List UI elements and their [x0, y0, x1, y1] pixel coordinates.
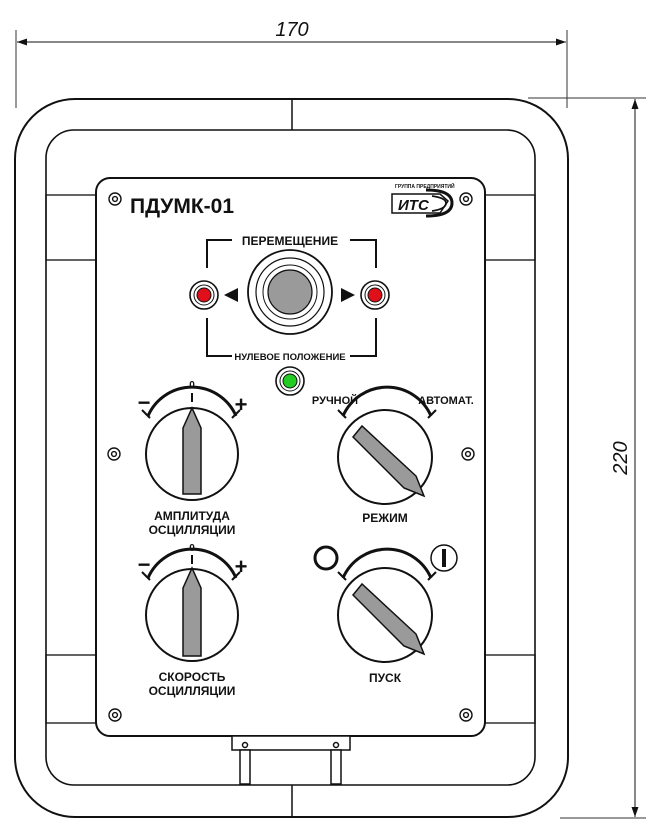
right-arrow-icon: [341, 288, 355, 302]
amplitude-label-line1: АМПЛИТУДА: [154, 509, 230, 523]
height-dimension-label: 220: [610, 441, 632, 475]
panel-model-title: ПДУМК-01: [130, 195, 234, 218]
amplitude-knob[interactable]: [141, 385, 241, 501]
speed-minus-mark: −: [138, 552, 151, 577]
mode-label: РЕЖИМ: [362, 511, 407, 525]
mode-knob[interactable]: [337, 385, 437, 505]
width-dimension-label: 170: [275, 19, 308, 41]
left-arrow-icon: [224, 288, 238, 302]
speed-label-line2: ОСЦИЛЛЯЦИИ: [149, 684, 236, 698]
joystick[interactable]: [247, 249, 333, 335]
start-label: ПУСК: [369, 671, 402, 685]
speed-label-line1: СКОРОСТЬ: [159, 670, 226, 684]
left-indicator-lamp: [189, 280, 219, 310]
speed-knob[interactable]: [141, 547, 241, 662]
cable-connector: [231, 735, 351, 785]
movement-title: ПЕРЕМЕЩЕНИЕ: [242, 234, 338, 248]
zero-position-lamp: [275, 366, 305, 396]
start-knob[interactable]: [337, 547, 437, 663]
right-lamp-light: [367, 287, 383, 303]
movement-frame: [206, 239, 377, 357]
zero-position-label: НУЛЕВОЕ ПОЛОЖЕНИЕ: [234, 352, 345, 363]
corner-screws: [107, 192, 475, 722]
right-indicator-lamp: [360, 280, 390, 310]
logo-text: ИТС: [398, 197, 430, 214]
power-off-icon: [313, 545, 339, 571]
outer-frame: [14, 98, 569, 818]
logo-caption: ГРУППА ПРЕДПРИЯТИЙ: [395, 182, 455, 190]
dimension-width: 170: [15, 19, 568, 108]
amplitude-label-line2: ОСЦИЛЛЯЦИИ: [149, 523, 236, 537]
speed-plus-mark: +: [235, 554, 248, 579]
mode-auto-label: АВТОМАТ.: [418, 395, 474, 407]
amplitude-minus-mark: −: [138, 390, 151, 415]
company-logo: ГРУППА ПРЕДПРИЯТИЙ ИТС: [391, 182, 455, 218]
mode-manual-label: РУЧНОЙ: [312, 394, 358, 407]
power-on-icon: [430, 544, 458, 572]
left-lamp-light: [196, 287, 212, 303]
amplitude-plus-mark: +: [235, 392, 248, 417]
speed-zero-mark: 0: [189, 543, 195, 554]
zero-lamp-light: [282, 373, 298, 389]
amplitude-zero-mark: 0: [189, 380, 195, 391]
dimension-height: 220: [528, 97, 646, 819]
